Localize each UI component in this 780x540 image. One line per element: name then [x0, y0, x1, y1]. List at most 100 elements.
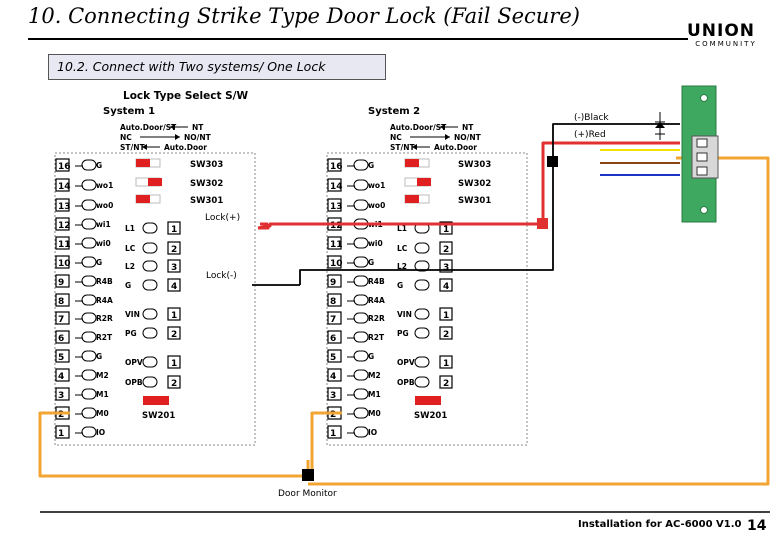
system1-right-terminal-number: 2	[171, 245, 177, 255]
system2-terminal-label: wo0	[368, 201, 385, 210]
system2-terminal-number: 7	[330, 315, 336, 325]
system2-right-terminal-label: OPB	[397, 378, 415, 387]
system2-terminal-screw	[353, 199, 369, 211]
system2-terminal-num-box	[327, 178, 342, 192]
system2-terminal-screw	[353, 237, 369, 249]
system2-terminal-number: 13	[330, 202, 343, 212]
system1-legend-left: NC	[120, 133, 132, 142]
system1-terminal-num-box	[55, 349, 70, 363]
system2-right-terminal-number: 1	[443, 359, 449, 369]
system2-right-terminal-num-box	[439, 355, 453, 369]
system2-terminal-screw	[353, 312, 369, 324]
system1-terminal-num-box	[55, 158, 70, 172]
system2-right-terminal-screw	[414, 260, 430, 272]
system2-terminal-number: 14	[330, 182, 343, 192]
system2-legend-left: ST/NT	[390, 143, 416, 152]
system2-terminal-screw	[353, 159, 369, 171]
system2-terminal-label: G	[368, 161, 374, 170]
system2-terminal-num-box	[327, 311, 342, 325]
system1-right-terminal-num-box	[167, 326, 181, 340]
system1-board-outline	[54, 152, 256, 446]
lock-screw-top	[700, 94, 708, 102]
system2-name: System 2	[368, 106, 420, 117]
system1-terminal-screw	[81, 388, 97, 400]
system2-right-terminal-number: 2	[443, 379, 449, 389]
diode-symbol	[655, 122, 665, 128]
system2-legend-arrowhead	[445, 134, 450, 140]
system1-terminal-number: 11	[58, 240, 71, 250]
system2-legend-left: Auto.Door/ST	[390, 123, 447, 132]
lock-screw-bottom	[700, 206, 708, 214]
system1-terminal-screw	[81, 179, 97, 191]
system2-terminal-number: 5	[330, 353, 336, 363]
system1-terminal-label: M1	[96, 390, 109, 399]
system2-terminal-num-box	[327, 387, 342, 401]
system2-terminal-label: R2T	[368, 333, 385, 342]
system2-terminal-number: 10	[330, 259, 343, 269]
system1-terminal-screw	[81, 256, 97, 268]
system1-switch-label: SW302	[190, 179, 223, 189]
system1-right-terminal-num-box	[167, 259, 181, 273]
system2-right-terminal-screw	[414, 356, 430, 368]
system1-right-terminal-num-box	[167, 241, 181, 255]
system2-terminal-screw	[353, 426, 369, 438]
system2-terminal-number: 3	[330, 391, 336, 401]
system1-terminal-screw	[81, 275, 97, 287]
system1-right-terminal-number: 2	[171, 330, 177, 340]
system2-right-terminal-screw	[414, 327, 430, 339]
system1-legend-right: Auto.Door	[164, 143, 207, 152]
system2-terminal-num-box	[327, 274, 342, 288]
system2-sw201-lever	[415, 396, 441, 405]
system1-right-terminal-screw	[142, 260, 158, 272]
system2-right-terminal-num-box	[439, 278, 453, 292]
system2-legend-arrowhead	[440, 124, 445, 130]
page-title: 10. Connecting Strike Type Door Lock (Fa…	[28, 4, 580, 28]
system2-terminal-num-box	[327, 293, 342, 307]
system2-right-terminal-label: OPV	[397, 358, 415, 367]
system2-terminal-number: 1	[330, 429, 336, 439]
system2-legend-right: NO/NT	[454, 133, 482, 142]
system1-terminal-label: wi0	[96, 239, 111, 248]
system2-legend-right: NT	[462, 123, 474, 132]
logo-sub-text: COMMUNITY	[695, 40, 757, 48]
system2-terminal-label: M1	[368, 390, 381, 399]
system1-terminal-number: 7	[58, 315, 64, 325]
system2-terminal-screw	[353, 350, 369, 362]
system1-right-terminal-screw	[142, 279, 158, 291]
system1-switch-label: SW303	[190, 160, 223, 170]
system1-right-terminal-number: 1	[171, 359, 177, 369]
system2-right-terminal-label: VIN	[397, 310, 412, 319]
system2-right-terminal-label: L2	[397, 262, 407, 271]
system1-right-terminal-screw	[142, 327, 158, 339]
system1-right-terminal-number: 4	[171, 282, 177, 292]
system1-terminal-label: wi1	[96, 220, 111, 229]
system2-right-terminal-num-box	[439, 326, 453, 340]
system1-terminal-screw	[81, 312, 97, 324]
spacer	[268, 224, 310, 470]
system2-right-terminal-screw	[414, 242, 430, 254]
system2-terminal-num-box	[327, 349, 342, 363]
lock-plus-bus	[257, 222, 532, 230]
system1-terminal-num-box	[55, 368, 70, 382]
system2-right-terminal-label: PG	[397, 329, 409, 338]
system2-terminal-screw	[353, 256, 369, 268]
system2-right-terminal-screw	[414, 308, 430, 320]
system1-terminal-number: 3	[58, 391, 64, 401]
system1-terminal-number: 6	[58, 334, 64, 344]
system1-right-terminal-label: G	[125, 281, 131, 290]
system2-terminal-screw	[353, 275, 369, 287]
system2-terminal-screw	[353, 331, 369, 343]
system1-terminal-num-box	[55, 178, 70, 192]
system1-right-terminal-num-box	[167, 307, 181, 321]
system1-legend-right: NT	[192, 123, 204, 132]
system1-terminal-number: 10	[58, 259, 71, 269]
red-wire-label: (+)Red	[574, 130, 606, 140]
system2-terminal-number: 16	[330, 162, 343, 172]
system1-terminal-screw	[81, 426, 97, 438]
system1-terminal-screw	[81, 350, 97, 362]
system2-right-terminal-num-box	[439, 307, 453, 321]
system2-legend-right: Auto.Door	[434, 143, 477, 152]
system2-terminal-label: R4B	[368, 277, 385, 286]
door-monitor-label: Door Monitor	[278, 489, 337, 499]
system1-terminal-screw	[81, 199, 97, 211]
